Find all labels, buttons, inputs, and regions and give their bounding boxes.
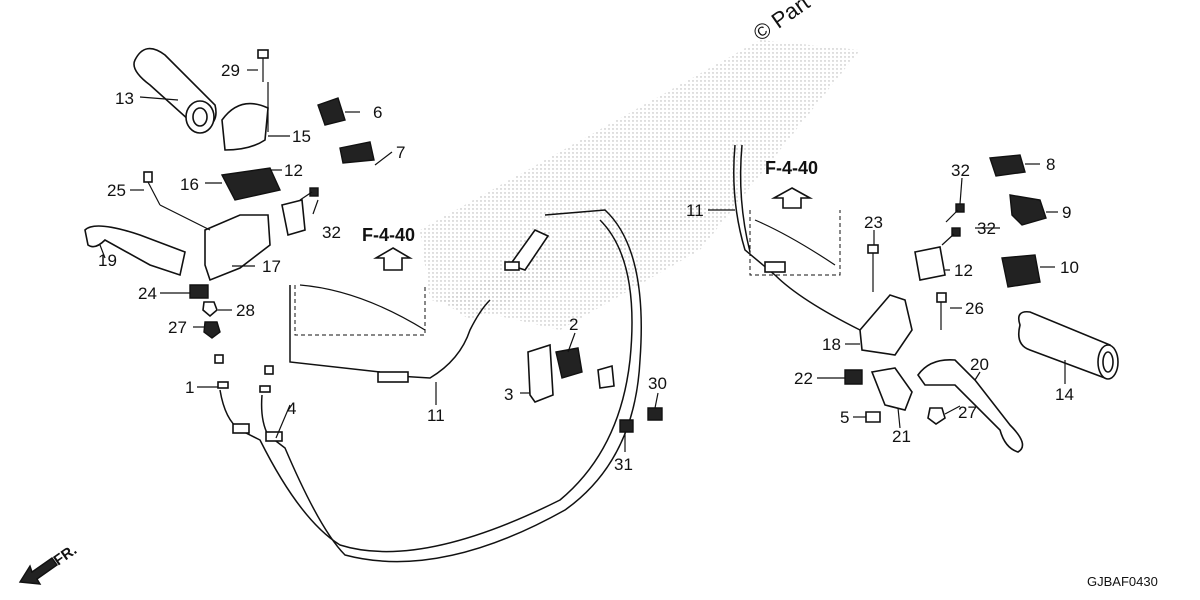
bolt-30 [647, 407, 663, 421]
callout-labels: 13 29 6 15 7 12 16 25 32 F-4-40 19 17 24… [98, 61, 1079, 474]
bolt-31 [619, 419, 634, 433]
left-lever [84, 225, 186, 277]
ref-left: F-4-40 [362, 225, 415, 245]
front-direction-indicator: FR. [18, 541, 80, 585]
right-grip [1017, 310, 1119, 380]
lever-bracket-17 [204, 214, 271, 282]
callout-15: 15 [292, 127, 311, 146]
callout-27-left: 27 [168, 318, 187, 337]
callout-23: 23 [864, 213, 883, 232]
nut-27 [203, 321, 221, 339]
callout-27-right: 27 [958, 403, 977, 422]
callout-19: 19 [98, 251, 117, 270]
callout-31: 31 [614, 455, 633, 474]
callout-4: 4 [287, 399, 296, 418]
nut-28 [202, 301, 218, 318]
left-ref-arrow [373, 247, 413, 271]
bolt-26 [936, 292, 947, 330]
callout-24: 24 [138, 284, 157, 303]
callout-12-right: 12 [954, 261, 973, 280]
callout-17: 17 [262, 257, 281, 276]
right-ref-arrow [770, 187, 814, 209]
callout-11-right: 11 [686, 201, 704, 220]
callout-8: 8 [1046, 155, 1055, 174]
switch-10 [1001, 254, 1041, 288]
left-cable-hint [299, 284, 426, 331]
left-ref-box [294, 285, 426, 336]
holder-upper [221, 102, 269, 151]
holder-lower [220, 167, 281, 201]
callout-5: 5 [840, 408, 849, 427]
right-bracket-18 [859, 294, 913, 356]
spring-24 [189, 284, 209, 299]
switch-6 [317, 97, 346, 126]
washer-5 [865, 411, 881, 423]
callout-29: 29 [221, 61, 240, 80]
callout-26: 26 [965, 299, 984, 318]
callout-11-left: 11 [427, 406, 445, 425]
diagram-code: GJBAF0430 [1087, 574, 1158, 589]
switch-7 [339, 141, 375, 164]
callout-14: 14 [1055, 385, 1074, 404]
callout-7: 7 [396, 143, 405, 162]
bracket-3 [527, 343, 554, 403]
screw-29 [257, 49, 269, 82]
cables [214, 144, 861, 563]
clamp-12-left [281, 198, 306, 237]
callout-32-right-a: 32 [951, 161, 970, 180]
callout-3: 3 [504, 385, 513, 404]
bolt-32-right-b [941, 227, 961, 246]
callout-1: 1 [185, 378, 194, 397]
callout-9: 9 [1062, 203, 1071, 222]
callout-21: 21 [892, 427, 911, 446]
spring-22 [844, 369, 863, 385]
ref-right: F-4-40 [765, 158, 818, 178]
front-arrow-icon [18, 557, 58, 585]
cable-band [597, 364, 615, 389]
callout-10: 10 [1060, 258, 1079, 277]
right-cable-hint [754, 219, 836, 266]
callout-16: 16 [180, 175, 199, 194]
callout-6: 6 [373, 103, 382, 122]
nut-27-right [927, 407, 946, 425]
right-lever [917, 358, 1024, 453]
pin-23 [867, 244, 879, 292]
callout-25: 25 [107, 181, 126, 200]
watermark-text: © Part [749, 0, 815, 46]
switch-8 [989, 154, 1026, 177]
leader-lines [99, 69, 1066, 452]
callout-18: 18 [822, 335, 841, 354]
callout-32-left: 32 [322, 223, 341, 242]
clamp-12-right [914, 246, 946, 281]
bolt-32-left [299, 187, 319, 201]
clamp-2 [555, 347, 583, 379]
watermark-dots [420, 40, 860, 330]
switch-9 [1009, 194, 1047, 226]
callout-12-left: 12 [284, 161, 303, 180]
callout-22: 22 [794, 369, 813, 388]
callout-13: 13 [115, 89, 134, 108]
callout-30: 30 [648, 374, 667, 393]
callout-2: 2 [569, 315, 578, 334]
lever-bracket-21 [870, 367, 913, 411]
left-grip [133, 47, 217, 134]
bolt-32-right-a [945, 203, 965, 223]
bolt-25 [143, 171, 161, 206]
callout-28: 28 [236, 301, 255, 320]
callout-20: 20 [970, 355, 989, 374]
callout-32-right-b: 32 [977, 219, 996, 238]
